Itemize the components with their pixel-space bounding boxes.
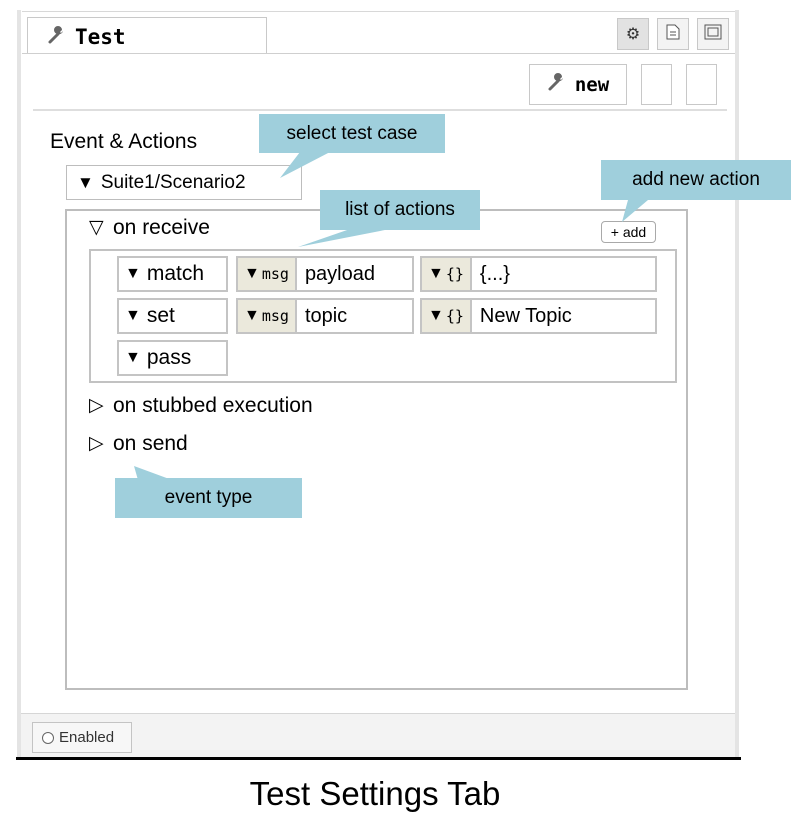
enabled-toggle[interactable]: Enabled <box>32 722 132 753</box>
action-left-field[interactable]: ▼ msg topic <box>236 298 414 334</box>
callout-event-type: event type <box>115 478 302 518</box>
field-value: {...} <box>479 262 510 285</box>
test-case-select[interactable]: ▼ Suite1/Scenario2 <box>66 165 302 200</box>
action-right-field[interactable]: ▼ {} New Topic <box>420 298 657 334</box>
bottom-border <box>16 757 741 760</box>
event-on-send[interactable]: ▷ on send <box>89 431 188 457</box>
op-arrow: ▼ <box>125 349 141 366</box>
blank-button-2[interactable] <box>686 64 717 105</box>
action-op-match[interactable]: ▼ match <box>117 256 228 292</box>
section-title: Event & Actions <box>50 130 198 153</box>
op-label: match <box>146 262 205 285</box>
footer-bar <box>21 713 735 757</box>
fullscreen-icon <box>704 24 722 45</box>
type-selector[interactable]: ▼ {} <box>422 300 472 332</box>
expand-toggle: ▷ <box>89 433 104 454</box>
event-label: on receive <box>113 216 210 239</box>
type-label: msg <box>261 307 289 325</box>
blank-button-1[interactable] <box>641 64 672 105</box>
type-label: {} <box>445 307 464 325</box>
type-label: msg <box>261 265 289 283</box>
divider <box>33 109 727 111</box>
callout-list-of-actions: list of actions <box>320 190 480 230</box>
new-button[interactable]: new <box>529 64 627 105</box>
op-arrow: ▼ <box>125 265 141 282</box>
action-right-field[interactable]: ▼ {} {...} <box>420 256 657 292</box>
top-border <box>22 11 735 12</box>
type-arrow: ▼ <box>428 307 444 324</box>
event-label: on send <box>113 432 188 455</box>
action-op-set[interactable]: ▼ set <box>117 298 228 334</box>
event-label: on stubbed execution <box>113 394 313 417</box>
type-arrow: ▼ <box>244 307 260 324</box>
wrench-icon <box>547 72 567 97</box>
type-selector[interactable]: ▼ msg <box>238 258 297 290</box>
add-action-button[interactable]: + add <box>601 221 656 243</box>
op-arrow: ▼ <box>125 307 141 324</box>
document-button[interactable] <box>657 18 689 50</box>
field-value: New Topic <box>479 304 572 327</box>
callout-select-test-case: select test case <box>259 114 445 153</box>
figure-caption: Test Settings Tab <box>249 775 501 812</box>
expand-toggle: ▷ <box>89 395 104 416</box>
event-on-receive[interactable]: ▽ on receive <box>89 215 210 241</box>
gear-icon: ⚙ <box>625 26 641 43</box>
document-icon <box>666 24 680 45</box>
expand-toggle: ▽ <box>89 217 104 238</box>
op-label: pass <box>146 346 192 369</box>
action-op-pass[interactable]: ▼ pass <box>117 340 228 376</box>
action-left-field[interactable]: ▼ msg payload <box>236 256 414 292</box>
tab-label: Test <box>75 25 126 49</box>
test-case-value: Suite1/Scenario2 <box>100 171 246 193</box>
tab-test[interactable] <box>27 17 267 54</box>
op-label: set <box>146 304 175 327</box>
wrench-icon <box>47 25 67 50</box>
settings-button[interactable]: ⚙ <box>617 18 649 50</box>
type-selector[interactable]: ▼ msg <box>238 300 297 332</box>
field-value: topic <box>304 304 348 327</box>
tab-row-divider <box>22 53 735 54</box>
type-label: {} <box>445 265 464 283</box>
field-value: payload <box>304 262 375 285</box>
new-button-label: new <box>574 73 610 96</box>
type-arrow: ▼ <box>428 265 444 282</box>
radio-circle-icon <box>42 731 54 744</box>
fullscreen-button[interactable] <box>697 18 729 50</box>
event-on-stubbed-execution[interactable]: ▷ on stubbed execution <box>89 393 313 419</box>
enabled-label: Enabled <box>59 729 115 746</box>
dropdown-arrow: ▼ <box>77 172 94 192</box>
type-arrow: ▼ <box>244 265 260 282</box>
callout-add-new-action: add new action <box>601 160 791 200</box>
type-selector[interactable]: ▼ {} <box>422 258 472 290</box>
